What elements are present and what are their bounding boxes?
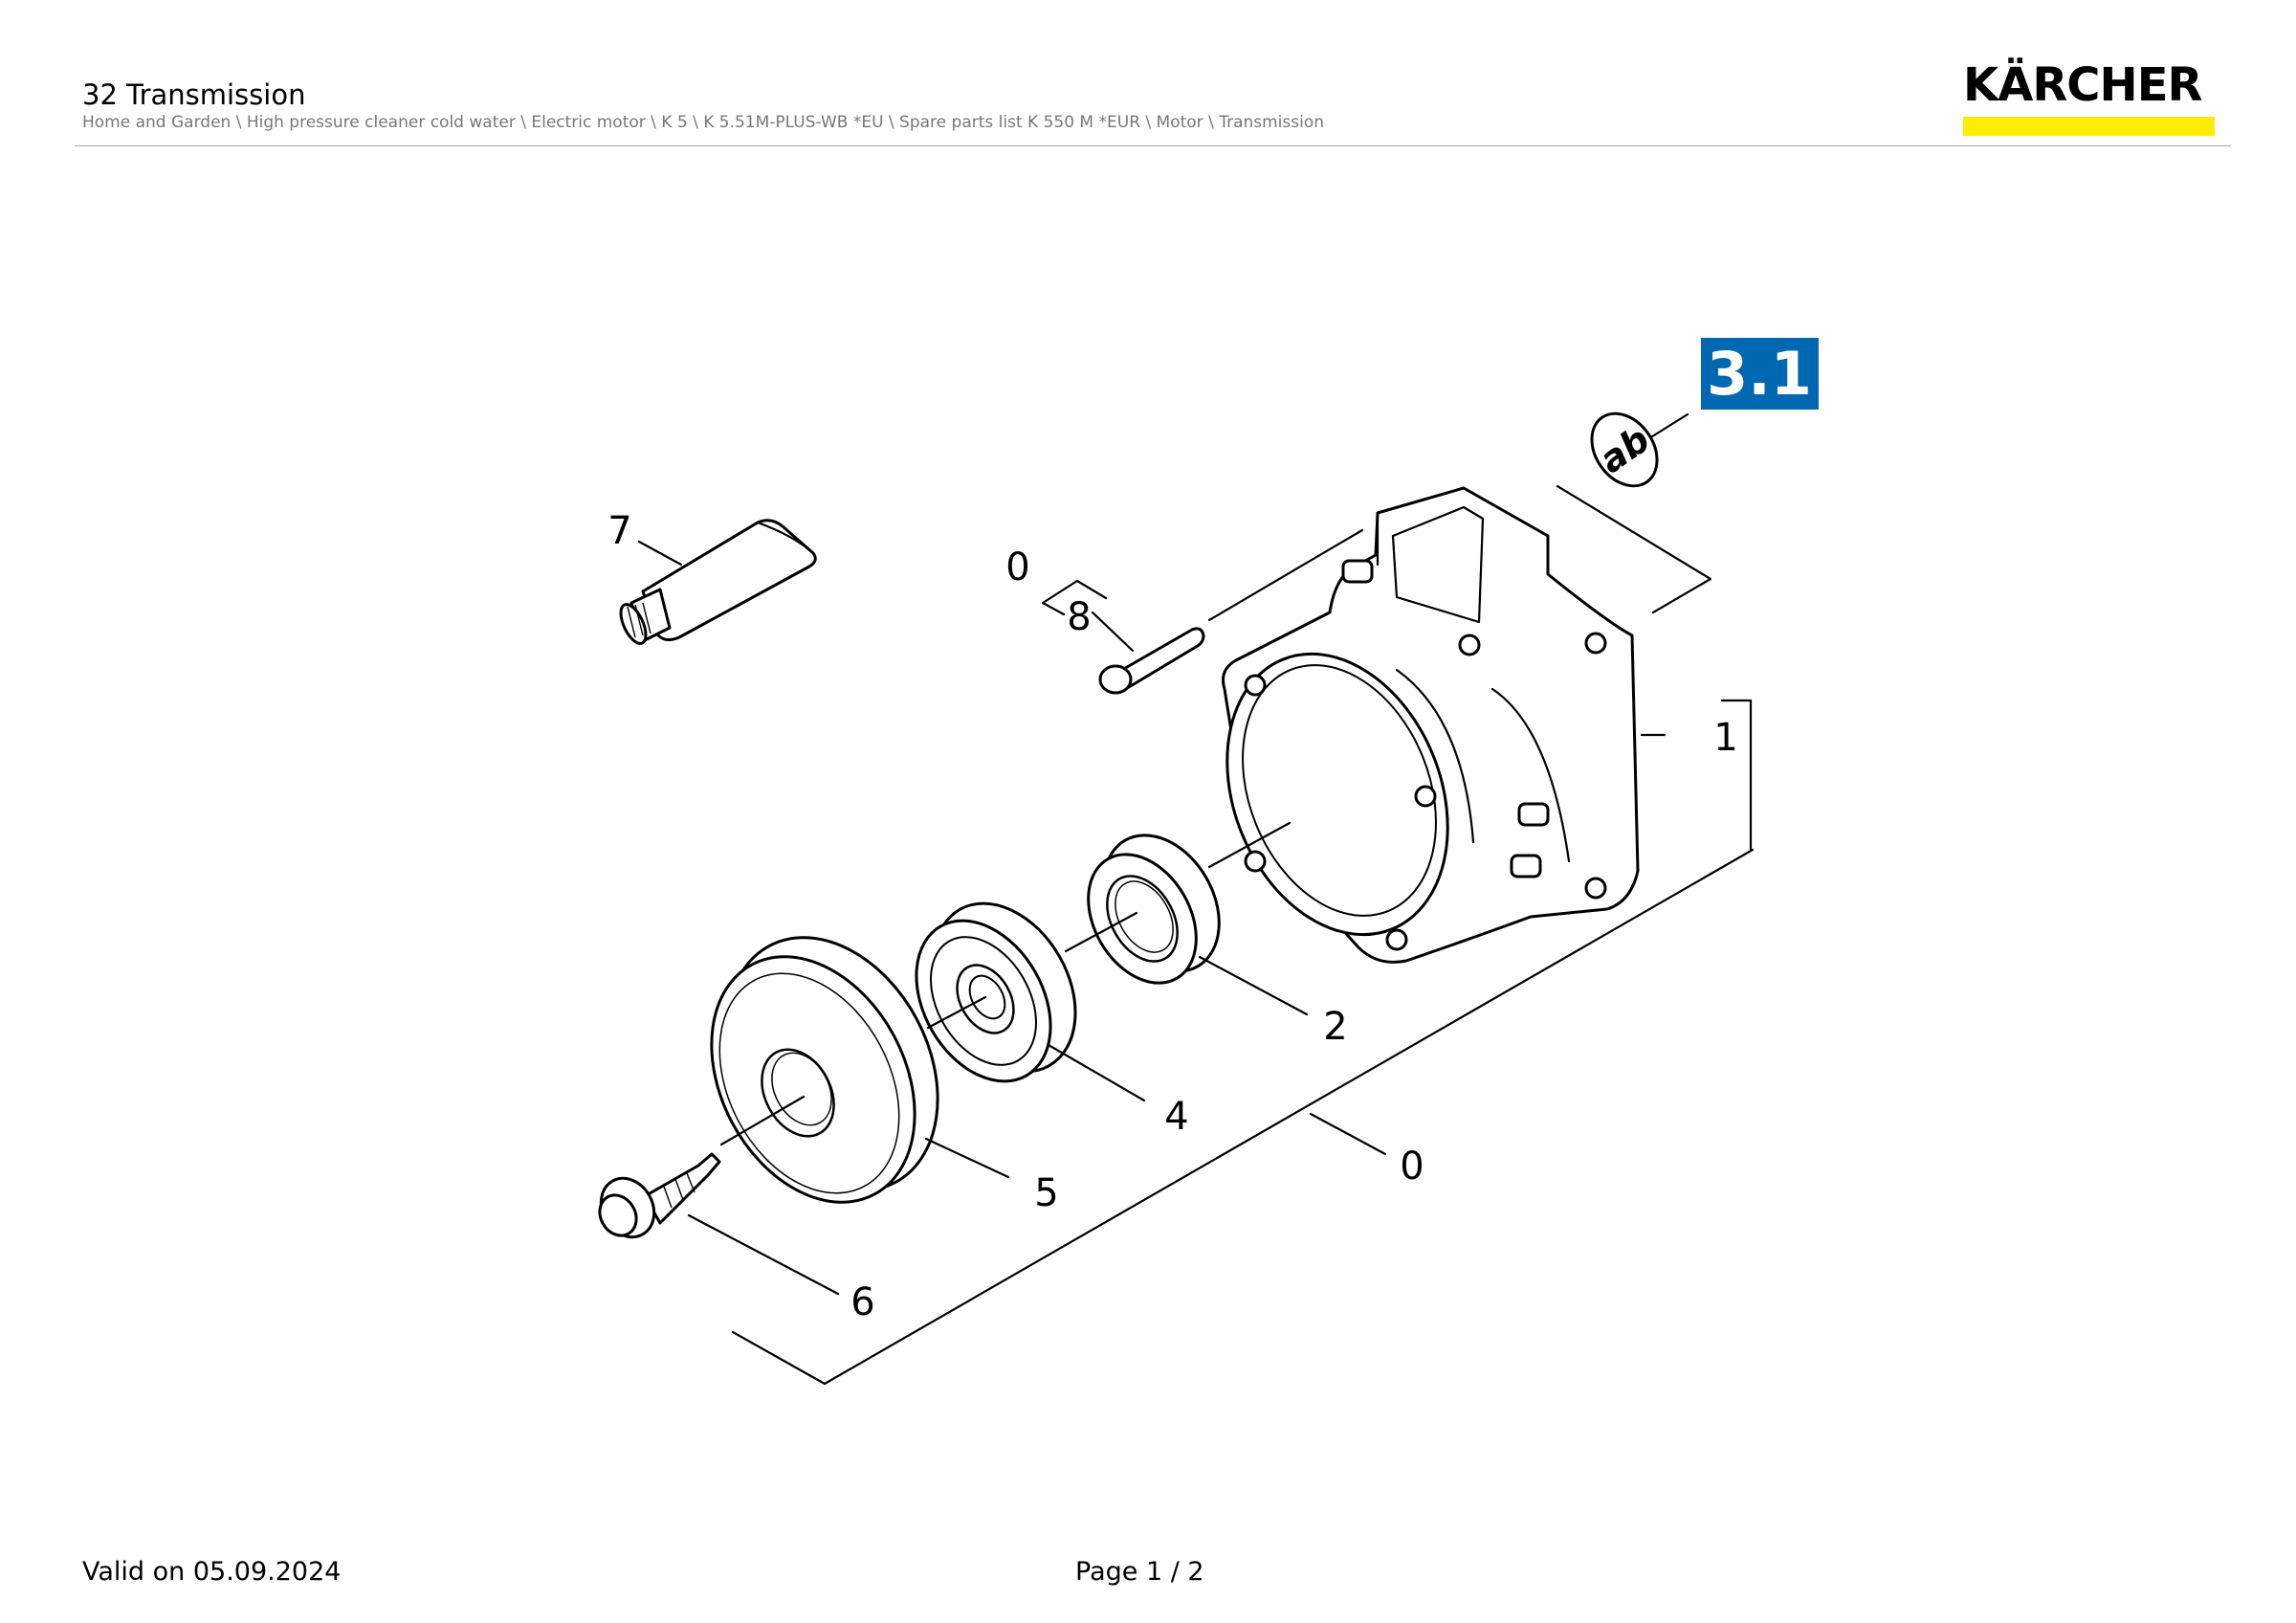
valid-date: Valid on 05.09.2024 (82, 1557, 342, 1587)
breadcrumb: Home and Garden \ High pressure cleaner … (82, 113, 1325, 132)
part-8-screw (1041, 528, 1364, 695)
ab-symbol: ab (1556, 411, 1712, 614)
page-title: 32 Transmission (82, 78, 306, 111)
part-5-pulley (710, 936, 1010, 1204)
callout-1: 1 (1713, 716, 1737, 760)
callout-4: 4 (1164, 1095, 1188, 1139)
part-7-grease-tube (619, 519, 817, 645)
logo-wordmark: KÄRCHER (1963, 58, 2202, 112)
logo-yellow-bar (1963, 117, 2215, 136)
part-2-shaft-seal (1064, 821, 1309, 1016)
page-number: Page 1 / 2 (1075, 1557, 1204, 1587)
part-1-transmission-housing (1222, 486, 1753, 964)
callout-7: 7 (607, 509, 631, 553)
callout-8: 8 (1067, 595, 1091, 639)
callout-0-top: 0 (1005, 545, 1029, 589)
section-badge: 3.1 (1701, 338, 1819, 410)
callout-0-bottom: 0 (1400, 1145, 1424, 1189)
karcher-logo: KÄRCHER (1963, 59, 2215, 136)
callout-6: 6 (850, 1280, 874, 1324)
part-4-ball-bearing (915, 901, 1146, 1102)
callout-2: 2 (1323, 1005, 1347, 1049)
part-6-flange-screw (598, 1152, 840, 1296)
section-badge-label: 3.1 (1707, 339, 1812, 409)
assembly-bracket-0 (731, 848, 1755, 1386)
header-divider (75, 145, 2231, 146)
callout-5: 5 (1034, 1171, 1058, 1215)
